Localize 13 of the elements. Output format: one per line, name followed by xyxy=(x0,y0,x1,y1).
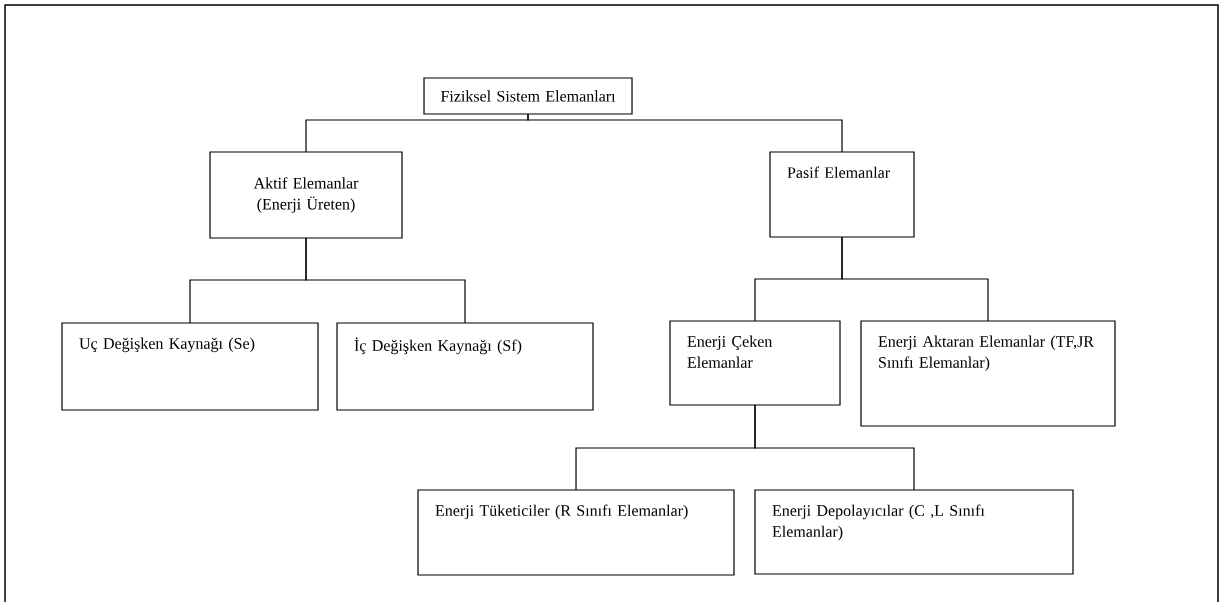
box: Uç Değişken Kaynağı (Se) xyxy=(61,322,319,411)
connector xyxy=(305,237,466,324)
connector xyxy=(841,236,989,322)
box: Enerji Depolayıcılar (C ,L Sınıfı Elemanlar) xyxy=(754,489,1074,575)
box: Aktif Elemanlar (Enerji Üreten) xyxy=(209,151,403,239)
box: İç Değişken Kaynağı (Sf) xyxy=(336,322,594,411)
box: Enerji Tüketiciler (R Sınıfı Elemanlar) xyxy=(417,489,735,576)
connector xyxy=(527,113,843,153)
box: Pasif Elemanlar xyxy=(769,151,915,238)
box: Enerji Çeken Elemanlar xyxy=(669,320,841,406)
connector xyxy=(754,404,915,491)
box: Enerji Aktaran Elemanlar (TF,JR Sınıfı Elemanlar) xyxy=(860,320,1116,427)
box: Fiziksel Sistem Elemanları xyxy=(423,77,633,115)
